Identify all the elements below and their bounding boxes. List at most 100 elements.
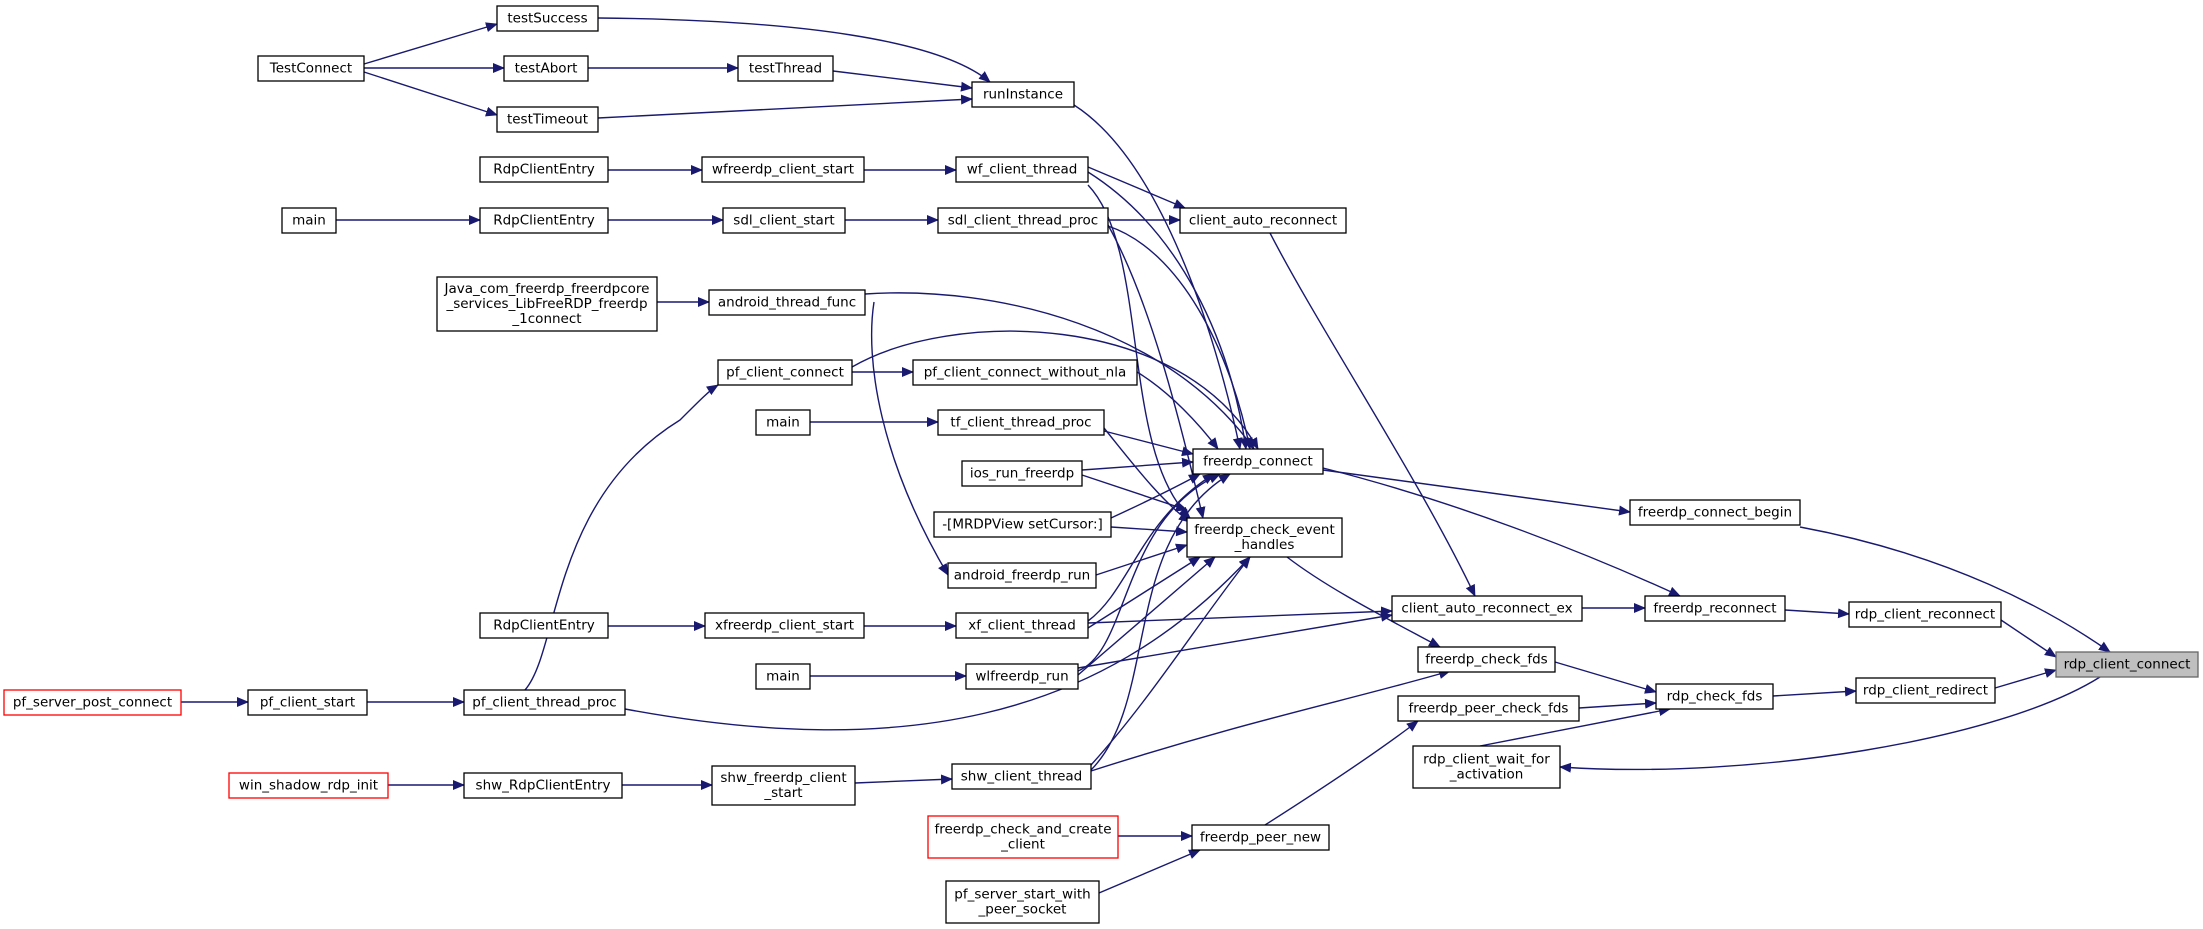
node-label: rdp_client_connect [2064,657,2191,673]
node-label: freerdp_check_fds [1425,652,1547,668]
node-box [755,663,811,690]
function-node-pf-client-connect[interactable]: pf_client_connect [717,359,853,386]
function-node-main1[interactable]: main [281,207,337,234]
node-box [1855,677,1996,704]
function-node-testconnect[interactable]: TestConnect [257,55,365,82]
node-box [704,612,865,639]
function-node-win-shadow-rdp-init[interactable]: win_shadow_rdp_init [228,772,389,799]
function-node-rdp-check-fds[interactable]: rdp_check_fds [1655,683,1774,710]
function-node-main2[interactable]: main [755,409,811,436]
function-node-wlfreerdp-run[interactable]: wlfreerdp_run [965,663,1079,690]
call-edge-arrow [1107,225,1253,450]
node-label: main [766,669,800,685]
call-edge-arrow [1090,556,1251,766]
call-edge-arrow [1095,543,1188,576]
function-node-rdpcliententry2[interactable]: RdpClientEntry [479,207,609,234]
function-node-ios-run-freerdp[interactable]: ios_run_freerdp [961,460,1083,487]
call-edge-arrow [624,556,1251,731]
node-box [937,207,1109,234]
node-label: _services_LibFreeRDP_freerdp [445,296,647,312]
function-node-freerdp-check-event-handles[interactable]: freerdp_check_event_handles [1186,517,1343,558]
function-node-sdl-client-thread-proc[interactable]: sdl_client_thread_proc [937,207,1109,234]
function-node-rdp-client-redirect[interactable]: rdp_client_redirect [1855,677,1996,704]
function-node-pf-client-start[interactable]: pf_client_start [247,689,368,716]
node-label: wfreerdp_client_start [712,162,854,178]
function-node-freerdp-peer-new[interactable]: freerdp_peer_new [1191,824,1330,851]
call-edge-arrow [1077,611,1393,669]
function-node-freerdp-reconnect[interactable]: freerdp_reconnect [1644,595,1786,622]
node-label: _handles [1234,537,1295,553]
function-node-freerdp-peer-check-fds[interactable]: freerdp_peer_check_fds [1397,695,1580,722]
node-box [912,359,1138,386]
node-box [496,106,599,133]
call-edge-arrow [1136,371,1219,450]
call-edge-arrow [1077,473,1221,672]
call-edge-arrow [1087,166,1186,209]
node-label: _client [1000,837,1045,853]
function-node-pf-client-thread-proc[interactable]: pf_client_thread_proc [463,689,626,716]
node-box [945,880,1100,924]
function-node-wf-client-thread[interactable]: wf_client_thread [955,156,1089,183]
call-edge-arrow [597,17,991,83]
function-node-testabort[interactable]: testAbort [503,55,589,82]
function-node-testsuccess[interactable]: testSuccess [496,5,599,32]
call-edges [181,17,2111,894]
node-label: pf_server_start_with [954,887,1090,903]
node-box [755,409,811,436]
function-node-freerdp-connect-begin[interactable]: freerdp_connect_begin [1629,499,1801,526]
call-edge-arrow [1103,430,1194,457]
call-edge-arrow [1269,232,1476,597]
node-box [436,276,658,332]
node-label: wlfreerdp_run [975,669,1068,685]
function-node-android-freerdp-run[interactable]: android_freerdp_run [947,562,1097,589]
function-node-pf-server-post-connect[interactable]: pf_server_post_connect [3,689,182,716]
function-node-xfreerdp-client-start[interactable]: xfreerdp_client_start [704,612,865,639]
function-node-java-connect[interactable]: Java_com_freerdp_freerdpcore_services_Li… [436,276,658,332]
node-label: freerdp_check_event [1194,522,1335,538]
function-node-freerdp-check-and-create-client[interactable]: freerdp_check_and_create_client [927,815,1119,859]
function-node-pf-server-start-with-peer-socket[interactable]: pf_server_start_with_peer_socket [945,880,1100,924]
function-node-sdl-client-start[interactable]: sdl_client_start [722,207,846,234]
function-node-rdpcliententry3[interactable]: RdpClientEntry [479,612,609,639]
function-node-android-thread-func[interactable]: android_thread_func [708,289,866,316]
function-node-client-auto-reconnect[interactable]: client_auto_reconnect [1179,207,1347,234]
node-box [708,289,866,316]
node-box [1417,646,1556,673]
function-node-tf-client-thread-proc[interactable]: tf_client_thread_proc [937,409,1105,436]
function-node-shw-client-thread[interactable]: shw_client_thread [951,763,1092,790]
call-edge-arrow [1578,698,1657,709]
call-edge-arrow [1073,104,1243,450]
function-node-freerdp-check-fds[interactable]: freerdp_check_fds [1417,646,1556,673]
node-box [937,409,1105,436]
node-box [463,689,626,716]
function-node-xf-client-thread[interactable]: xf_client_thread [955,612,1089,639]
call-edge-arrow [1098,849,1201,894]
function-node-wfreerdp-client-start[interactable]: wfreerdp_client_start [701,156,865,183]
function-node-shw-rdpcliententry[interactable]: shw_RdpClientEntry [463,772,623,799]
function-node-pf-client-connect-without-nla[interactable]: pf_client_connect_without_nla [912,359,1138,386]
node-label: android_freerdp_run [954,568,1090,584]
call-edge-arrow [1994,668,2057,689]
node-label: win_shadow_rdp_init [239,778,378,794]
node-label: freerdp_peer_new [1200,830,1321,846]
call-edge-arrow [1559,676,2101,773]
function-node-client-auto-reconnect-ex[interactable]: client_auto_reconnect_ex [1391,595,1583,622]
node-label: rdp_check_fds [1667,689,1763,705]
function-node-testthread[interactable]: testThread [737,55,834,82]
function-node-testtimeout[interactable]: testTimeout [496,106,599,133]
function-node-rdpcliententry1[interactable]: RdpClientEntry [479,156,609,183]
function-node-shw-freerdp-client-start[interactable]: shw_freerdp_client_start [711,765,856,806]
function-node-runinstance[interactable]: runInstance [971,81,1075,108]
function-node-mrdpview-setcursor[interactable]: -[MRDPView setCursor:] [933,511,1112,538]
function-node-rdp-client-connect[interactable]: rdp_client_connect [2055,651,2199,678]
function-node-main3[interactable]: main [755,663,811,690]
function-node-rdp-client-wait-for-activation[interactable]: rdp_client_wait_for_activation [1412,745,1561,789]
node-label: testThread [749,61,822,77]
function-node-rdp-client-reconnect[interactable]: rdp_client_reconnect [1848,601,2002,628]
function-node-freerdp-connect[interactable]: freerdp_connect [1192,448,1324,475]
node-label: freerdp_check_and_create [934,822,1111,838]
node-label: xf_client_thread [968,618,1076,634]
call-edge-arrow [363,71,498,117]
call-edge-arrow [2000,619,2057,658]
node-box [1192,448,1324,475]
